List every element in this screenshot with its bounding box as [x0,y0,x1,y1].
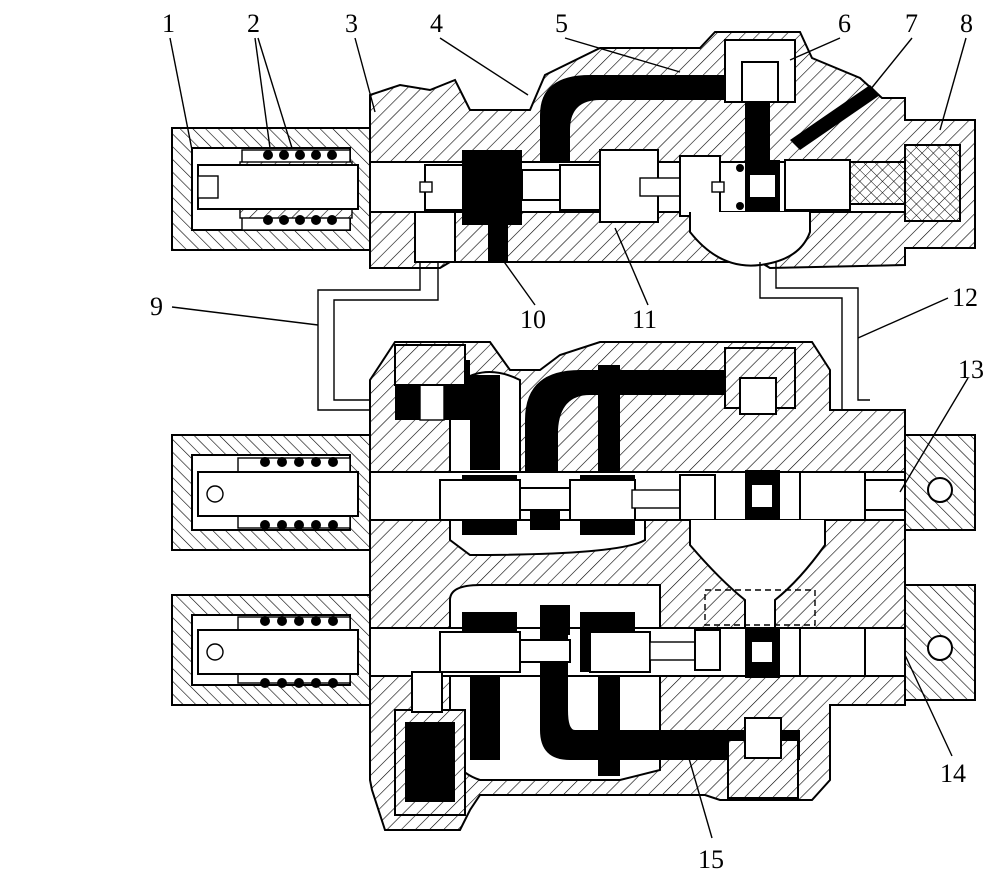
callout-15: 15 [698,845,724,874]
callout-2: 2 [247,9,260,38]
lower-spring-housing [171,594,371,706]
callout-4: 4 [430,9,443,38]
callout-12: 12 [952,283,978,312]
callout-6: 6 [838,9,851,38]
callout-10: 10 [520,305,546,334]
top-valve-body [369,31,976,270]
callout-7: 7 [905,9,918,38]
middle-spring-coils [260,457,338,530]
connecting-pipes [317,262,870,411]
lower-spring-coils [260,616,338,688]
callout-3: 3 [345,9,358,38]
top-pipe-7 [790,85,880,150]
callout-13: 13 [958,355,984,384]
top-spring-coils [263,150,337,225]
middle-spring-housing [171,434,371,551]
top-end-cap-8 [904,144,961,222]
callout-9: 9 [150,292,163,321]
callout-11: 11 [632,305,657,334]
callout-8: 8 [960,9,973,38]
top-port-10 [488,210,508,262]
callout-5: 5 [555,9,568,38]
callout-labels: 1 2 3 4 5 6 7 8 9 10 11 12 13 14 15 [150,9,984,874]
top-passage-5 [540,75,760,162]
lower-valve-section [171,164,976,831]
callout-1: 1 [162,9,175,38]
callout-14: 14 [940,759,966,788]
top-valve-section [171,31,976,270]
callout-leaders [169,37,969,839]
